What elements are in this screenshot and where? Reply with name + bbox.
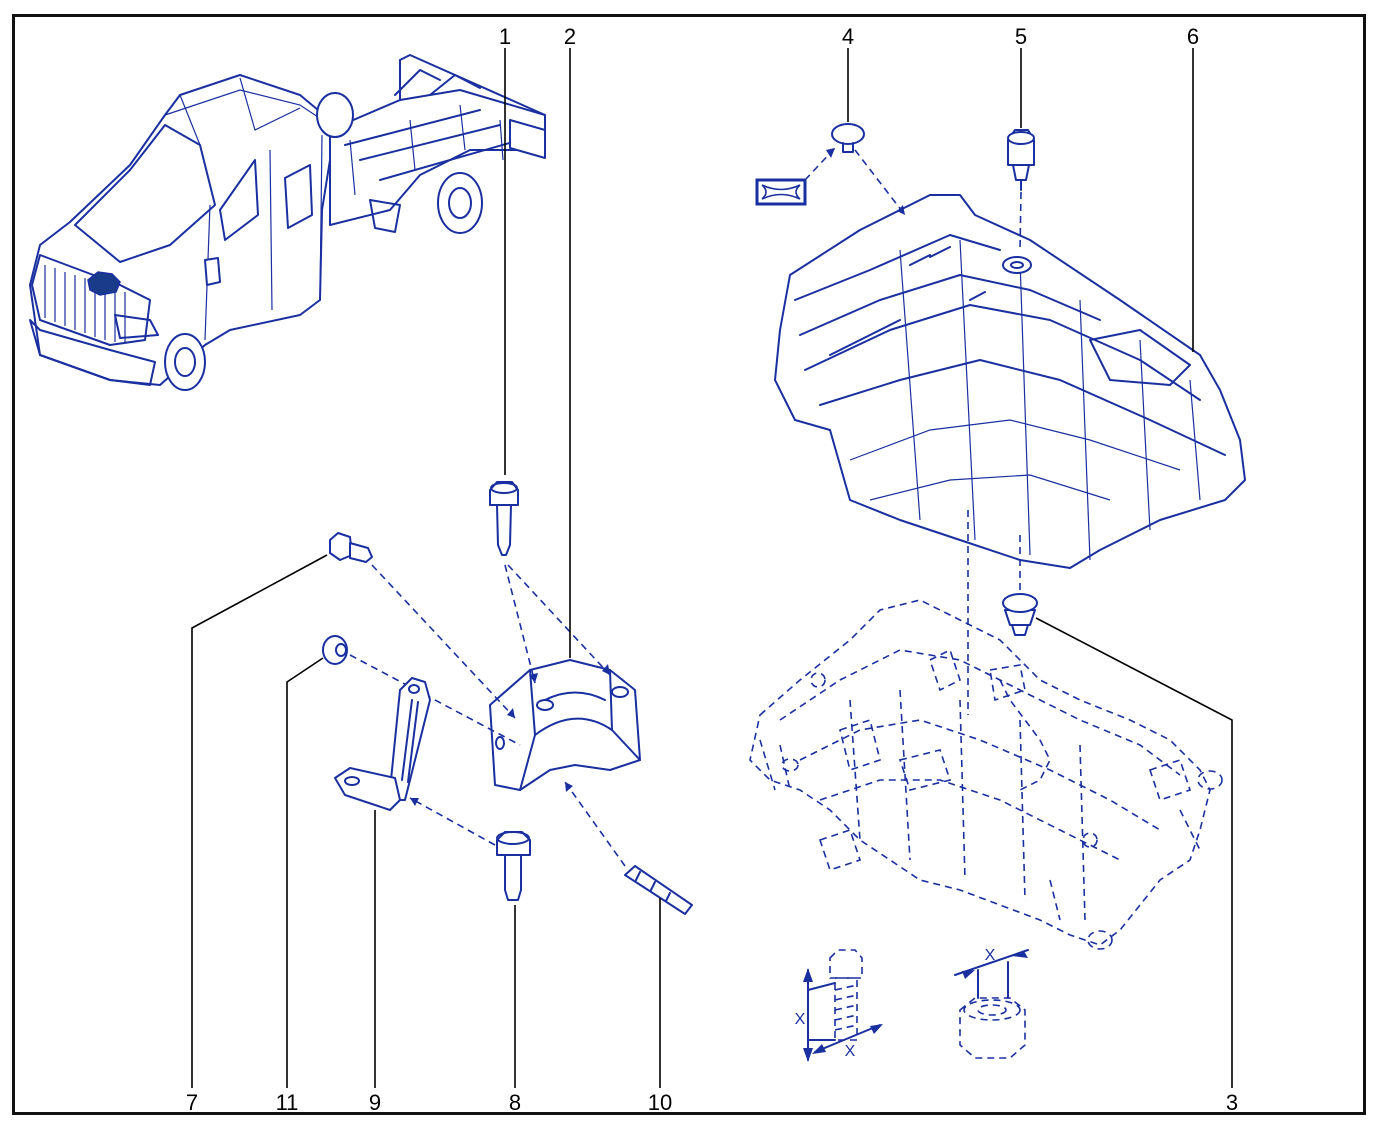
- vehicle-locator-drawing: [29, 54, 546, 391]
- callout-10: 10: [648, 1090, 672, 1115]
- callout-7: 7: [186, 1090, 198, 1115]
- callout-5: 5: [1015, 24, 1027, 49]
- pin-part-10: [624, 865, 693, 915]
- bolt-part-8: [496, 831, 531, 901]
- leader-lines: [191, 48, 1233, 1088]
- callout-11: 11: [276, 1090, 299, 1115]
- callout-4: 4: [842, 24, 854, 49]
- screw-part-5: [1007, 129, 1035, 191]
- dimension-detail-nut: X: [954, 947, 1029, 1059]
- callout-3: 3: [1226, 1090, 1238, 1115]
- dimension-x-nut-label: X: [985, 947, 996, 964]
- callout-1: 1: [499, 24, 511, 49]
- dimension-detail-bolt: X X: [795, 949, 883, 1062]
- engine-location-marker-icon: [87, 271, 121, 296]
- support-bar-part-9: [334, 677, 431, 811]
- dimension-x-height-label: X: [795, 1011, 806, 1028]
- bolt-part-1: [489, 481, 519, 556]
- seal-symbol-icon: [755, 178, 807, 206]
- engine-block-outline: [749, 599, 1223, 950]
- grommet-part-3: [1002, 593, 1038, 636]
- callout-2: 2: [564, 24, 576, 49]
- clip-part-4: [831, 123, 865, 153]
- callout-8: 8: [509, 1090, 521, 1115]
- nut-part-11: [322, 635, 348, 665]
- callout-6: 6: [1187, 24, 1199, 49]
- dimension-x-width-label: X: [845, 1043, 856, 1060]
- diagram-frame: [12, 14, 1366, 1115]
- callout-9: 9: [369, 1090, 381, 1115]
- bracket-part-2: [489, 659, 641, 791]
- bolt-part-7: [329, 532, 373, 563]
- engine-cover-part-6: [774, 194, 1246, 569]
